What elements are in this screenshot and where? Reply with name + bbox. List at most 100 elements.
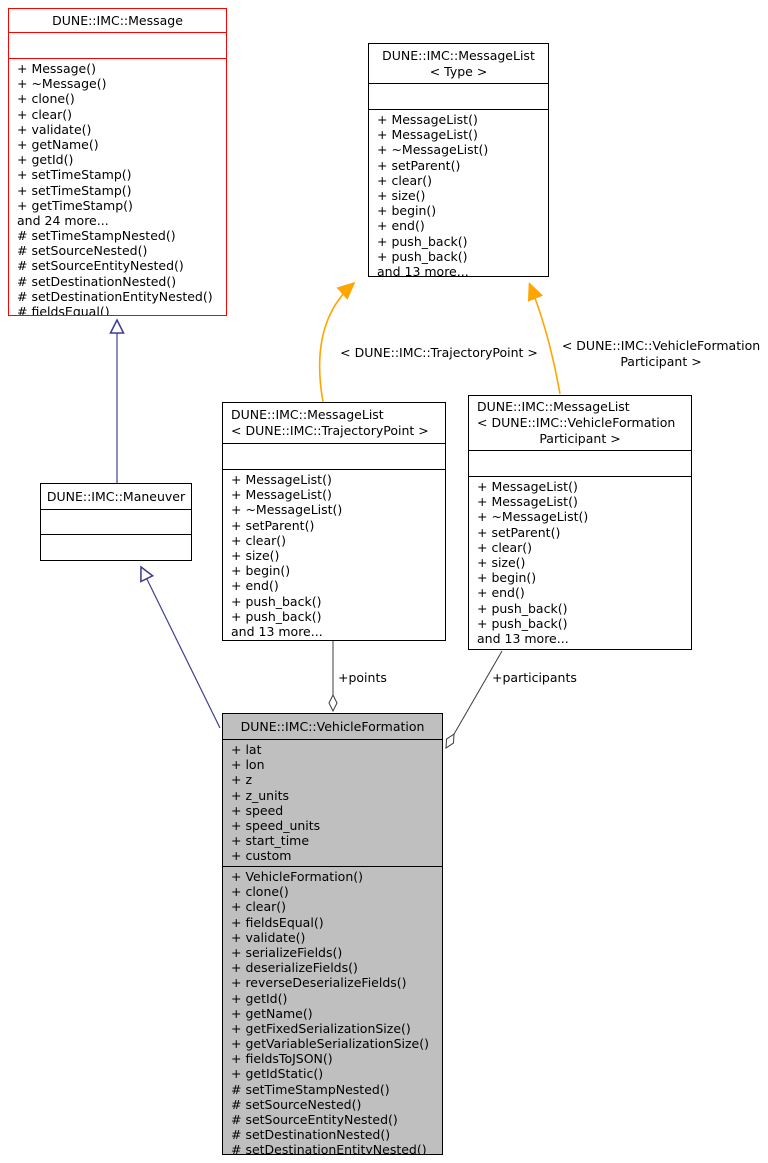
methods-compartment: + VehicleFormation()+ clone()+ clear()+ … — [223, 867, 442, 1154]
member-line: + validate() — [17, 121, 92, 137]
class-title: DUNE::IMC::VehicleFormation — [223, 714, 442, 740]
label-points: +points — [338, 670, 387, 685]
member-line: + begin() — [231, 563, 291, 579]
member-line: + getName() — [17, 136, 99, 152]
class-node-message[interactable]: DUNE::IMC::Message + Message()+ ~Message… — [8, 8, 227, 316]
member-line: < Type > — [429, 63, 488, 79]
member-line: + clone() — [17, 91, 75, 107]
member-line: + Message() — [17, 61, 96, 76]
edge-template-participant-instantiation — [530, 285, 561, 395]
member-line: and 13 more... — [477, 630, 569, 646]
member-line: and 13 more... — [231, 623, 323, 639]
member-line: + ~MessageList() — [477, 509, 589, 525]
member-line: + clear() — [231, 532, 287, 548]
member-line: + MessageList() — [377, 112, 478, 127]
member-line: + begin() — [477, 570, 537, 586]
attributes-compartment — [469, 451, 691, 477]
member-line: # setDestinationNested() — [17, 273, 177, 289]
class-node-messagelist-trajectorypoint[interactable]: DUNE::IMC::MessageList< DUNE::IMC::Traje… — [222, 402, 446, 641]
member-line: # setTimeStampNested() — [17, 228, 176, 244]
label-participants: +participants — [492, 670, 577, 685]
class-title: DUNE::IMC::Maneuver — [41, 484, 191, 510]
member-line: + lon — [231, 757, 265, 773]
member-line: DUNE::IMC::MessageList — [231, 407, 384, 422]
member-line: + reverseDeserializeFields() — [231, 975, 407, 991]
methods-compartment: + MessageList()+ MessageList()+ ~Message… — [369, 110, 548, 276]
member-line: + setParent() — [477, 524, 561, 540]
class-node-maneuver[interactable]: DUNE::IMC::Maneuver — [40, 483, 192, 561]
member-line: + getId() — [231, 990, 288, 1006]
attributes-compartment — [369, 84, 548, 110]
methods-compartment: + MessageList()+ MessageList()+ ~Message… — [469, 477, 691, 649]
class-node-messagelist-vehicleformationparticipant[interactable]: DUNE::IMC::MessageList< DUNE::IMC::Vehic… — [468, 395, 692, 650]
member-line: + ~MessageList() — [231, 502, 343, 518]
member-line: # setDestinationEntityNested() — [231, 1142, 427, 1154]
member-line: + validate() — [231, 929, 306, 945]
member-line: + clear() — [477, 539, 533, 555]
member-line: + getIdStatic() — [231, 1066, 324, 1082]
member-line: DUNE::IMC::Message — [52, 12, 183, 28]
member-line: + begin() — [377, 203, 437, 219]
member-line: + speed_units — [231, 817, 321, 833]
member-line: + MessageList() — [231, 487, 332, 503]
member-line: + getTimeStamp() — [17, 197, 133, 213]
member-line: < DUNE::IMC::TrajectoryPoint > — [231, 423, 429, 438]
attributes-compartment — [41, 510, 191, 535]
class-title: DUNE::IMC::MessageList< DUNE::IMC::Vehic… — [469, 396, 691, 451]
member-line: # setSourceNested() — [231, 1096, 362, 1112]
member-line: + MessageList() — [477, 479, 578, 494]
member-line: + push_back() — [231, 608, 322, 624]
member-line: + push_back() — [377, 248, 468, 264]
member-line: # setSourceNested() — [17, 243, 148, 259]
member-line: + MessageList() — [377, 127, 478, 143]
member-line: + end() — [477, 585, 525, 601]
member-line: + custom — [231, 848, 292, 864]
member-line: + size() — [377, 187, 426, 203]
member-line: + setParent() — [231, 517, 315, 533]
edge-participants-aggregation — [446, 650, 503, 748]
member-line: + deserializeFields() — [231, 960, 358, 976]
methods-compartment — [41, 535, 191, 560]
member-line: + end() — [231, 578, 279, 594]
class-node-vehicleformation[interactable]: DUNE::IMC::VehicleFormation + lat+ lon+ … — [222, 713, 443, 1155]
member-line: + setParent() — [377, 157, 461, 173]
methods-compartment: + MessageList()+ MessageList()+ ~Message… — [223, 470, 445, 640]
member-line: + getId() — [17, 152, 74, 168]
member-line: + z — [231, 772, 253, 788]
member-line: + push_back() — [377, 233, 468, 249]
member-line: Participant > — [539, 431, 621, 446]
member-line: + push_back() — [231, 593, 322, 609]
member-line: + speed — [231, 802, 284, 818]
member-line: + ~Message() — [17, 76, 107, 92]
member-line: DUNE::IMC::MessageList — [382, 47, 535, 63]
label-template-participant: < DUNE::IMC::VehicleFormation Participan… — [561, 338, 761, 369]
attributes-compartment — [9, 33, 226, 59]
member-line: + getFixedSerializationSize() — [231, 1020, 411, 1036]
member-line: and 24 more... — [17, 212, 109, 228]
class-node-messagelist-type[interactable]: DUNE::IMC::MessageList< Type > + Message… — [368, 43, 549, 277]
member-line: + clear() — [377, 172, 433, 188]
member-line: DUNE::IMC::Maneuver — [46, 488, 186, 504]
member-line: + getVariableSerializationSize() — [231, 1036, 430, 1052]
member-line: + clear() — [17, 106, 73, 122]
attributes-compartment — [223, 444, 445, 470]
member-line: + getName() — [231, 1005, 313, 1021]
member-line: and 13 more... — [377, 263, 469, 276]
member-line: + MessageList() — [231, 472, 332, 487]
member-line: < DUNE::IMC::VehicleFormation — [477, 415, 676, 430]
member-line: + size() — [231, 547, 280, 563]
class-title: DUNE::IMC::Message — [9, 9, 226, 33]
member-line: DUNE::IMC::VehicleFormation — [240, 718, 425, 734]
edge-template-trajectorypoint-instantiation — [318, 284, 353, 403]
class-title: DUNE::IMC::MessageList< Type > — [369, 44, 548, 84]
class-title: DUNE::IMC::MessageList< DUNE::IMC::Traje… — [223, 403, 445, 444]
label-template-trajectorypoint: < DUNE::IMC::TrajectoryPoint > — [340, 345, 538, 360]
member-line: + push_back() — [477, 600, 568, 616]
attributes-compartment: + lat+ lon+ z+ z_units+ speed+ speed_uni… — [223, 740, 442, 867]
member-line: + lat — [231, 742, 262, 757]
member-line: + MessageList() — [477, 494, 578, 510]
member-line: + setTimeStamp() — [17, 182, 132, 198]
member-line: + fieldsEqual() — [231, 914, 324, 930]
